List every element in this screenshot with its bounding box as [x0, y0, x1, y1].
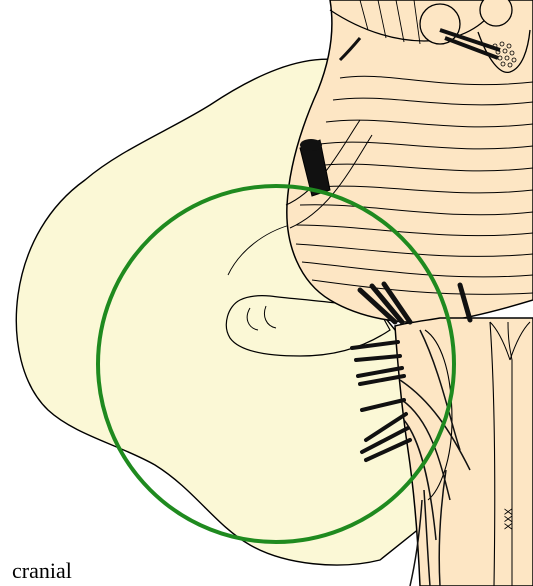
trigeminal-nerve-cap [300, 139, 322, 151]
orientation-label: cranial [12, 558, 72, 584]
colliculus-right [480, 0, 512, 26]
colliculus-left [420, 4, 460, 44]
decussation-marks: XXX [503, 507, 515, 530]
